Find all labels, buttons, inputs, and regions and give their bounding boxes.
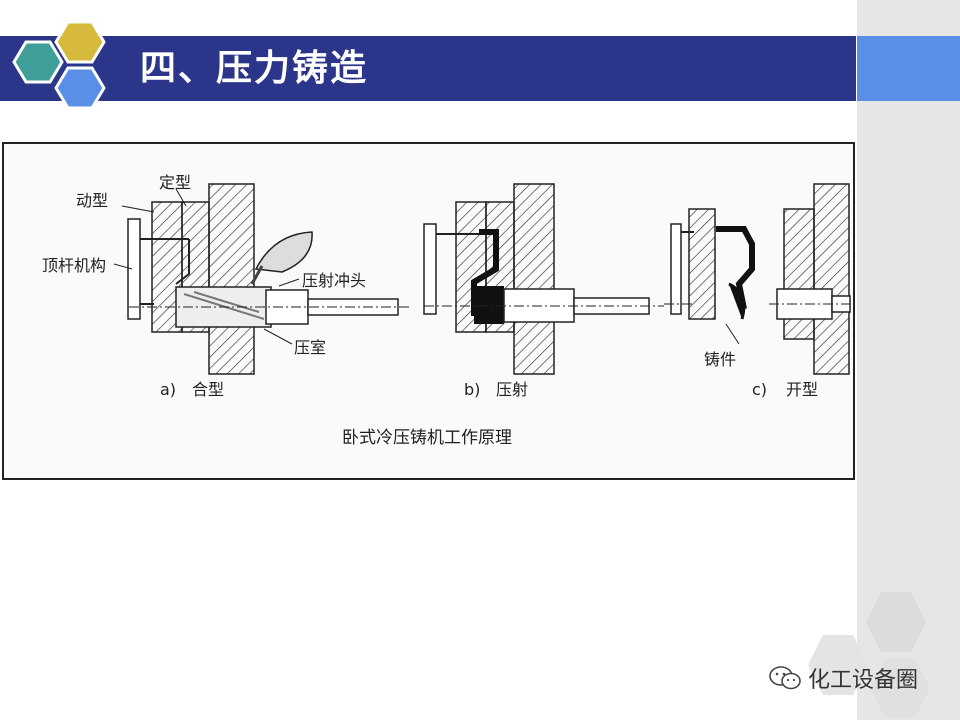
label-plunger: 压射冲头 [302,271,366,290]
label-casting: 铸件 [704,350,736,369]
label-chamber: 压室 [294,338,326,357]
step-b-name: 压射 [496,380,528,399]
stage-b-injection [423,183,664,375]
label-moving-die: 动型 [76,191,108,210]
step-a-name: 合型 [192,380,224,399]
logo-hexagons [12,20,106,110]
watermark: 化工设备圈 [768,662,918,694]
label-ejector: 顶杆机构 [42,256,106,275]
hex-teal [12,40,64,84]
watermark-text: 化工设备圈 [808,668,919,693]
decorative-hexagons [808,592,930,718]
step-a-id: a) [160,380,176,399]
hex-blue [54,66,106,110]
chat-bubble-icon [769,666,801,690]
step-c-id: c) [752,380,767,399]
stage-a-closed [113,183,409,375]
figure-caption: 卧式冷压铸机工作原理 [342,428,512,448]
title-accent [857,36,960,101]
stage-c-opening [664,183,851,375]
die-casting-diagram: 动型 定型 顶杆机构 压射冲头 压室 a) 合型 b) 压射 [2,142,855,480]
label-fixed-die: 定型 [159,173,191,192]
title-bar [0,36,856,101]
step-b-id: b) [464,380,480,399]
hex-gold [54,20,106,64]
slide-title: 四、压力铸造 [140,48,369,89]
step-c-name: 开型 [786,380,818,399]
